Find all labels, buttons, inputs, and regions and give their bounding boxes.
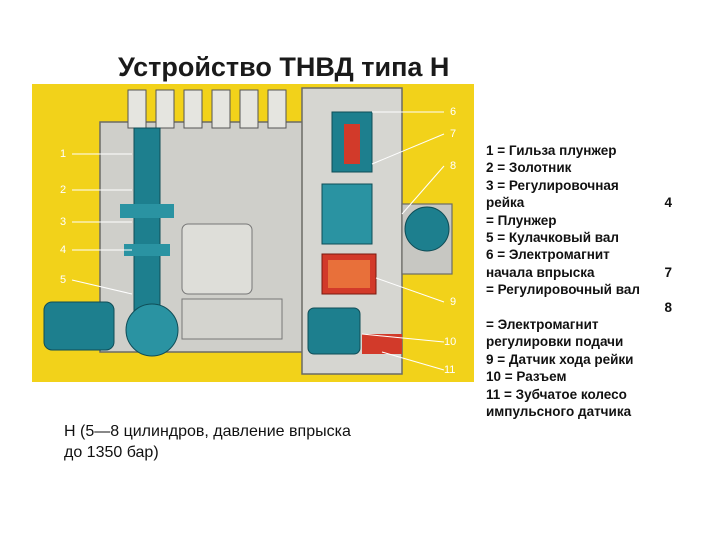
callout-11: 11 <box>444 364 456 376</box>
valve-holder <box>239 89 259 129</box>
legend-line: начала впрыска 7 <box>486 264 672 281</box>
valve-holder <box>183 89 203 129</box>
page-title: Устройство ТНВД типа H <box>118 52 450 82</box>
rack-sensor <box>404 206 450 252</box>
solenoid-winding <box>328 260 370 288</box>
legend-line: 11 = Зубчатое колесо <box>486 386 627 402</box>
callout-1: 1 <box>60 148 67 160</box>
legend-line: 10 = Разъем <box>486 369 567 385</box>
valve-holder <box>267 89 287 129</box>
legend-line: 8 <box>664 299 672 315</box>
valve-holder <box>155 89 175 129</box>
legend-line: 6 = Электромагнит <box>486 247 610 263</box>
legend-text: начала впрыска <box>486 264 595 280</box>
legend-text: 4 <box>664 195 672 211</box>
control-shaft <box>321 183 373 245</box>
caption-line-2: до 1350 бар) <box>64 444 159 461</box>
valve-holder <box>127 89 147 129</box>
callout-7: 7 <box>450 128 457 140</box>
connector <box>307 307 361 355</box>
legend-text: рейка <box>486 195 525 211</box>
lower-housing <box>181 298 283 340</box>
plunger <box>124 244 170 256</box>
impulse-gear <box>362 334 402 354</box>
legend-line: рейка 4 <box>486 194 672 211</box>
plunger-barrel <box>133 127 161 329</box>
pump-illustration <box>32 84 474 382</box>
callout-10: 10 <box>444 336 457 348</box>
callout-4: 4 <box>60 244 67 256</box>
callout-5: 5 <box>60 274 67 286</box>
legend-line: 9 = Датчик хода рейки <box>486 351 634 367</box>
pump-element-cover <box>181 223 253 295</box>
solenoid-core <box>344 124 360 164</box>
legend-text: 7 <box>664 264 672 280</box>
legend-line: = Плунжер <box>486 212 557 228</box>
legend-line: = Регулировочный вал <box>486 282 640 298</box>
callout-3: 3 <box>60 216 67 228</box>
callout-9: 9 <box>450 296 457 308</box>
valve-holder <box>211 89 231 129</box>
cam-wheel <box>125 303 179 357</box>
callout-8: 8 <box>450 160 457 172</box>
legend-line: регулировки подачи <box>486 334 624 350</box>
parts-legend: 1 = Гильза плунжер 2 = Золотник 3 = Регу… <box>486 142 672 421</box>
pump-diagram: 1 2 3 4 5 6 7 8 9 10 11 <box>32 84 474 382</box>
control-rack <box>120 204 174 218</box>
legend-line: 5 = Кулачковый вал <box>486 230 619 246</box>
caption: H (5—8 цилиндров, давление впрыска до 13… <box>64 421 424 463</box>
callout-2: 2 <box>60 184 67 196</box>
legend-line: 3 = Регулировочная <box>486 177 619 193</box>
legend-line: импульсного датчика <box>486 404 632 420</box>
legend-line: = Электромагнит <box>486 317 599 333</box>
camshaft-end <box>43 301 115 351</box>
caption-line-1: H (5—8 цилиндров, давление впрыска <box>64 423 351 440</box>
legend-line: 1 = Гильза плунжер <box>486 143 617 158</box>
legend-line: 2 = Золотник <box>486 160 572 176</box>
callout-6: 6 <box>450 106 457 118</box>
